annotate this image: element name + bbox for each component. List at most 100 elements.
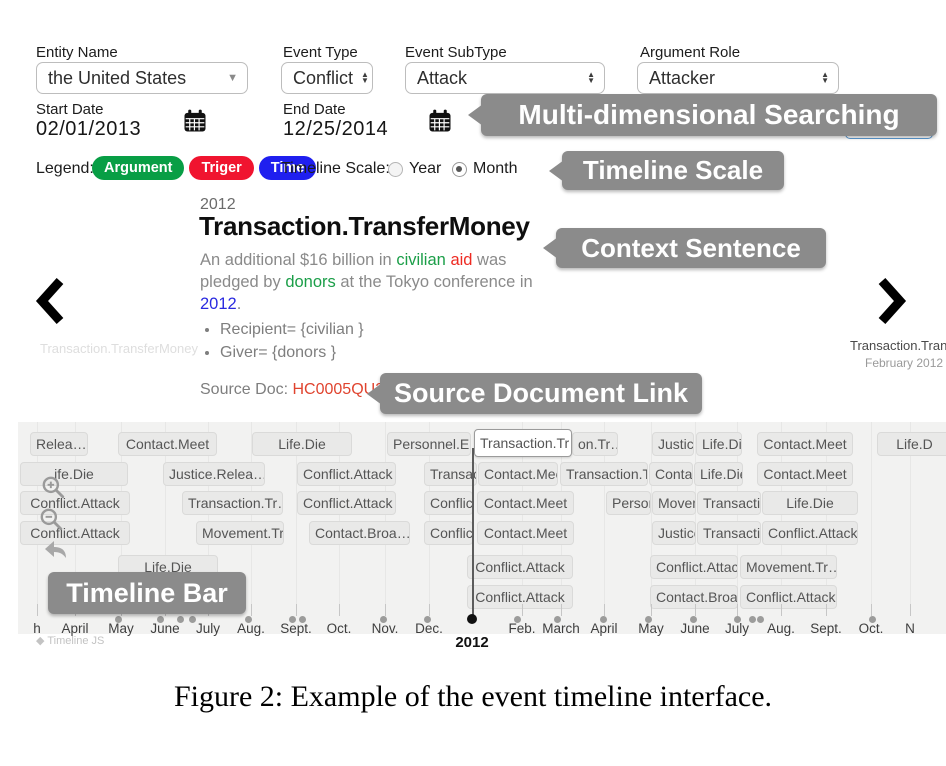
- next-event-arrow[interactable]: [878, 278, 908, 324]
- timeline-event[interactable]: Contact.Meet: [118, 432, 217, 456]
- callout-tip-icon: [549, 159, 564, 182]
- timeline-event[interactable]: Contac: [649, 462, 693, 486]
- sentence-part: .: [236, 295, 242, 313]
- timeline-event[interactable]: Life.Die: [694, 462, 743, 486]
- zoom-in-icon[interactable]: [40, 474, 66, 500]
- end-date-input[interactable]: 12/25/2014: [283, 118, 389, 140]
- timeline-event[interactable]: Conflic: [424, 521, 473, 545]
- timeline-event[interactable]: Contact.Meet: [757, 432, 853, 456]
- timeline-event[interactable]: Life.Die: [252, 432, 352, 456]
- timeline-event[interactable]: Transaction: [697, 491, 761, 515]
- event-marker-dot: [245, 616, 252, 623]
- axis-month-label: June: [680, 621, 710, 636]
- event-marker-dot: [645, 616, 652, 623]
- axis-month-label: Sept.: [810, 621, 842, 636]
- timeline-event[interactable]: Contact.Meet: [478, 462, 558, 486]
- month-gridline: [296, 422, 297, 616]
- entity-name-value: the United States: [48, 67, 187, 88]
- timeline-event[interactable]: Movement.Tr…: [740, 555, 837, 579]
- source-doc-label: Source Doc:: [200, 381, 289, 398]
- previous-event-arrow[interactable]: [34, 278, 64, 324]
- month-tick: [781, 604, 782, 616]
- timeline-event[interactable]: Life.Die: [762, 491, 858, 515]
- timeline-event[interactable]: Conflict.Attack: [297, 462, 396, 486]
- month-gridline: [75, 422, 76, 616]
- timeline-event[interactable]: Transaction.Tr…: [182, 491, 283, 515]
- event-marker-dot: [299, 616, 306, 623]
- event-type-select[interactable]: Conflict ▲▼: [281, 62, 373, 94]
- timeline-scale-label: Timeline Scale:: [281, 160, 390, 177]
- entity-name-select[interactable]: the United States ▼: [36, 62, 248, 94]
- event-type-value: Conflict: [293, 67, 354, 88]
- radio-month[interactable]: [452, 162, 467, 177]
- timeline-event[interactable]: Movem: [652, 491, 696, 515]
- timeline-event[interactable]: Transaction: [697, 521, 761, 545]
- back-arrow-icon[interactable]: [44, 540, 68, 560]
- start-date-label: Start Date: [36, 101, 104, 118]
- sentence-part: at the Tokyo conference in: [335, 273, 533, 291]
- timeline-event[interactable]: Conflict.Attack: [762, 521, 858, 545]
- event-marker-dot: [514, 616, 521, 623]
- callout-source-document-link: Source Document Link: [367, 373, 702, 414]
- callout-timeline-bar: Timeline Bar: [48, 572, 246, 614]
- timeline-event[interactable]: Relea…: [30, 432, 88, 456]
- timeline-event[interactable]: Contact.Meet: [757, 462, 853, 486]
- timeline-event[interactable]: Transac: [424, 462, 477, 486]
- timeline-event[interactable]: Conflict.Attack: [297, 491, 396, 515]
- month-gridline: [522, 422, 523, 616]
- timeline-event[interactable]: Person: [606, 491, 651, 515]
- timeline-event[interactable]: Justice.Relea…: [163, 462, 265, 486]
- event-type-label: Event Type: [283, 44, 358, 61]
- event-marker-dot: [157, 616, 164, 623]
- timeline-event[interactable]: ife.Die: [20, 462, 128, 486]
- sentence-part: An additional $16 billion in: [200, 251, 397, 269]
- month-tick: [561, 604, 562, 616]
- month-gridline: [651, 422, 652, 616]
- month-gridline: [695, 422, 696, 616]
- stepper-icon: ▲▼: [821, 70, 829, 85]
- timeline-event[interactable]: Conflict.Attack: [740, 585, 837, 609]
- calendar-icon[interactable]: [181, 107, 209, 135]
- argument-role-select[interactable]: Attacker ▲▼: [637, 62, 839, 94]
- axis-month-label: July: [195, 621, 221, 636]
- timeline-event[interactable]: Conflict.Attack: [650, 555, 738, 579]
- source-doc-link[interactable]: HC0005QU3: [292, 381, 385, 398]
- month-gridline: [121, 422, 122, 616]
- axis-month-label: Oct.: [858, 621, 884, 636]
- calendar-icon[interactable]: [426, 107, 454, 135]
- timeline-event[interactable]: Conflict.Attack: [20, 491, 130, 515]
- axis-month-label: April: [61, 621, 89, 636]
- timeline-event[interactable]: Transaction.Tr..: [560, 462, 648, 486]
- timeline-event[interactable]: Contact.Meet: [477, 521, 574, 545]
- event-marker-dot: [554, 616, 561, 623]
- timeline-event[interactable]: Conflict.Attack: [20, 521, 130, 545]
- timeline-event[interactable]: Conflict.Attack: [467, 585, 573, 609]
- event-marker-dot: [749, 616, 756, 623]
- month-tick: [251, 604, 252, 616]
- axis-month-label: March: [542, 621, 580, 636]
- timeline-event[interactable]: Movement.Tr…: [196, 521, 284, 545]
- chevron-down-icon: ▼: [227, 72, 238, 84]
- timeline-event[interactable]: Contact.Broa…: [309, 521, 410, 545]
- timeline-event[interactable]: Conflic: [424, 491, 473, 515]
- argument-item: Giver= {donors }: [220, 341, 364, 364]
- stepper-icon: ▲▼: [587, 70, 595, 85]
- timeline-event[interactable]: Life.D: [877, 432, 946, 456]
- timeline-event[interactable]: Justice: [652, 432, 694, 456]
- timeline-event[interactable]: Personnel.En…: [387, 432, 471, 456]
- month-gridline: [561, 422, 562, 616]
- radio-year-label: Year: [409, 160, 442, 177]
- timeline-event[interactable]: Life.Die: [696, 432, 742, 456]
- timeline-event[interactable]: Conflict.Attack: [467, 555, 573, 579]
- event-subtype-select[interactable]: Attack ▲▼: [405, 62, 605, 94]
- zoom-out-icon[interactable]: [38, 506, 64, 532]
- timeline-event[interactable]: Contact.Meet: [477, 491, 574, 515]
- month-tick: [429, 604, 430, 616]
- timeline-event[interactable]: Justice: [652, 521, 696, 545]
- timeline-event[interactable]: on.Tr…: [572, 432, 618, 456]
- timeline-event[interactable]: Transaction.Tr…: [474, 429, 572, 457]
- radio-year[interactable]: [388, 162, 403, 177]
- start-date-input[interactable]: 02/01/2013: [36, 118, 142, 140]
- timeline-event[interactable]: Contact.Broa…: [650, 585, 738, 609]
